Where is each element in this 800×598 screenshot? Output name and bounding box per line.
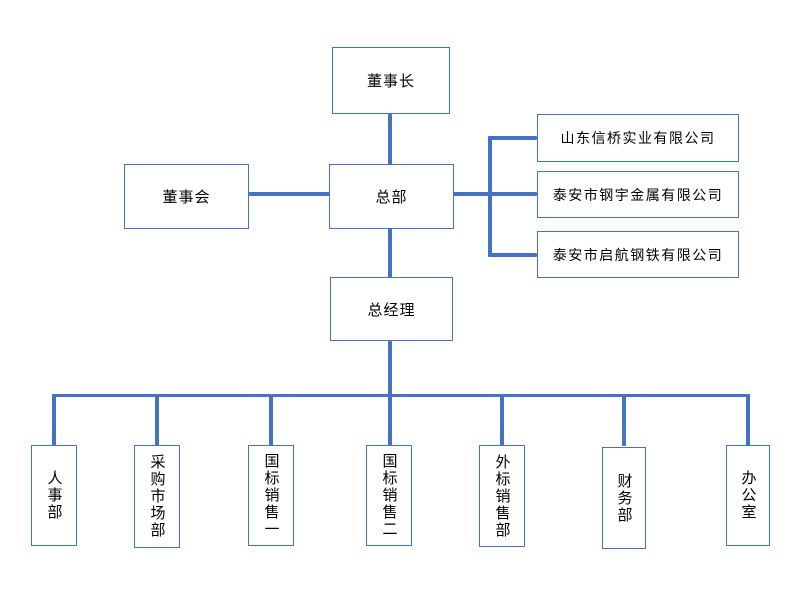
connector-branch-company-2 [490, 192, 537, 196]
node-board: 董事会 [124, 164, 249, 229]
connector-departments-horizontal [52, 394, 750, 397]
node-company-2: 泰安市钢宇金属有限公司 [537, 171, 739, 218]
node-general-manager-label: 总经理 [367, 301, 416, 319]
node-dept-purchasing-market: 采购市场部 [134, 445, 180, 548]
node-company-1: 山东信桥实业有限公司 [537, 114, 739, 162]
node-dept-gb-sales-2: 国标销售二 [366, 445, 412, 546]
connector-drop-dept-3 [269, 394, 273, 446]
node-dept-external-sales: 外标销售部 [479, 445, 525, 547]
connector-gm-departments [388, 341, 392, 446]
connector-drop-dept-5 [500, 394, 504, 446]
node-dept-gb-sales-1-label: 国标销售一 [262, 453, 280, 538]
connector-headquarters-gm [388, 228, 392, 278]
connector-drop-dept-1 [52, 394, 56, 446]
node-dept-office: 办公室 [726, 445, 770, 546]
node-headquarters-label: 总部 [375, 189, 408, 206]
node-dept-hr-label: 人事部 [45, 470, 63, 521]
node-company-1-label: 山东信桥实业有限公司 [560, 130, 716, 146]
node-dept-gb-sales-2-label: 国标销售二 [380, 453, 398, 538]
node-dept-finance: 财务部 [602, 447, 646, 549]
connector-drop-dept-6 [622, 394, 626, 446]
node-dept-external-sales-label: 外标销售部 [493, 453, 511, 539]
connector-branch-company-3 [490, 253, 537, 257]
node-general-manager: 总经理 [330, 277, 453, 341]
node-company-2-label: 泰安市钢宇金属有限公司 [552, 186, 724, 203]
node-headquarters: 总部 [329, 164, 454, 229]
connector-drop-dept-2 [155, 394, 159, 446]
node-board-label: 董事会 [162, 189, 211, 206]
node-company-3-label: 泰安市启航钢铁有限公司 [552, 246, 724, 263]
node-chairman: 董事长 [332, 47, 450, 114]
connector-board-headquarters [249, 192, 330, 196]
node-dept-finance-label: 财务部 [615, 472, 633, 524]
node-chairman-label: 董事长 [366, 73, 415, 90]
connector-headquarters-bracket [453, 192, 492, 196]
connector-chairman-headquarters [388, 114, 392, 165]
connector-branch-company-1 [490, 136, 537, 140]
connector-bracket-vertical [488, 136, 492, 257]
node-dept-gb-sales-1: 国标销售一 [248, 445, 294, 546]
node-dept-purchasing-market-label: 采购市场部 [148, 454, 166, 539]
node-dept-hr: 人事部 [31, 445, 77, 546]
node-company-3: 泰安市启航钢铁有限公司 [537, 231, 739, 278]
node-dept-office-label: 办公室 [739, 470, 757, 521]
connector-drop-dept-7 [746, 394, 750, 446]
